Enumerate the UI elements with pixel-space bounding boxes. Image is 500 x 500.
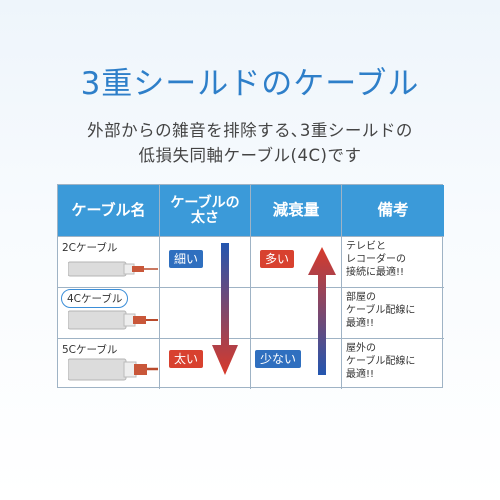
row-name-2c: 2Cケーブル bbox=[62, 242, 118, 254]
note-5c: 屋外の ケーブル配線に 最適!! bbox=[346, 343, 416, 380]
header-remarks: 備考 bbox=[342, 185, 444, 236]
row-divider bbox=[58, 287, 444, 288]
row-name-5c: 5Cケーブル bbox=[62, 344, 118, 356]
coax-cable-4c-image bbox=[68, 310, 158, 330]
tag-thin: 細い bbox=[169, 250, 204, 268]
description-line-1: 外部からの雑音を排除する､3重シールドの bbox=[87, 121, 413, 140]
header-attenuation: 減衰量 bbox=[251, 185, 341, 236]
page-title: 3重シールドのケーブル bbox=[80, 66, 420, 102]
note-2c: テレビと レコーダーの 接続に最適!! bbox=[346, 241, 406, 278]
arrow-up-icon bbox=[308, 247, 336, 375]
arrow-down-icon bbox=[212, 243, 238, 375]
tag-thick: 太い bbox=[169, 350, 204, 368]
tag-few: 少ない bbox=[255, 350, 302, 368]
note-4c: 部屋の ケーブル配線に 最適!! bbox=[346, 292, 416, 329]
description-line-2: 低損失同軸ケーブル(4C)です bbox=[138, 146, 362, 165]
tag-many: 多い bbox=[260, 250, 295, 268]
coax-cable-5c-image bbox=[68, 358, 158, 381]
header-thickness-line2: 太さ bbox=[190, 209, 219, 226]
row-divider bbox=[58, 338, 444, 339]
header-cable-name: ケーブル名 bbox=[58, 185, 159, 236]
header-thickness-line1: ケーブルの bbox=[170, 194, 240, 211]
row-divider bbox=[58, 236, 444, 237]
header-thickness: ケーブルの太さ bbox=[160, 185, 250, 236]
comparison-table: ケーブル名 ケーブルの太さ 減衰量 備考 2Cケーブル 細い 多い テレビと レ… bbox=[57, 184, 444, 389]
row-name-4c-highlight: 4Cケーブル bbox=[61, 289, 129, 308]
coax-cable-2c-image bbox=[68, 261, 158, 277]
